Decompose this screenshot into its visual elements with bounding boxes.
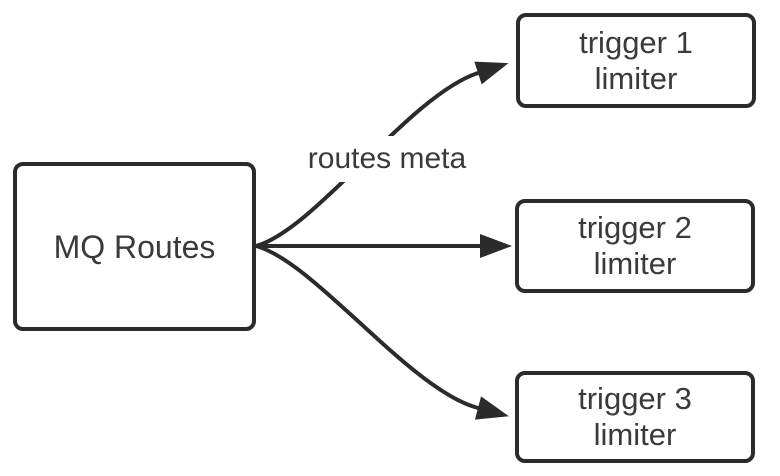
- node-label: MQ Routes: [53, 228, 216, 265]
- node-label-line2: limiter: [593, 246, 677, 281]
- node-trigger-2-limiter: trigger 2 limiter: [515, 199, 755, 293]
- edge-mq-to-trigger3: [254, 244, 509, 420]
- node-label-line1: trigger 2: [578, 210, 692, 245]
- node-mq-routes: MQ Routes: [13, 162, 256, 331]
- node-trigger-3-limiter: trigger 3 limiter: [515, 371, 755, 463]
- edge-label-routes-meta: routes meta: [288, 136, 486, 182]
- node-label-line2: limiter: [593, 417, 677, 452]
- node-label-line2: limiter: [594, 60, 678, 96]
- node-label-line1: trigger 1: [579, 24, 693, 60]
- node-trigger-1-limiter: trigger 1 limiter: [516, 13, 756, 108]
- node-label-line1: trigger 3: [578, 381, 692, 416]
